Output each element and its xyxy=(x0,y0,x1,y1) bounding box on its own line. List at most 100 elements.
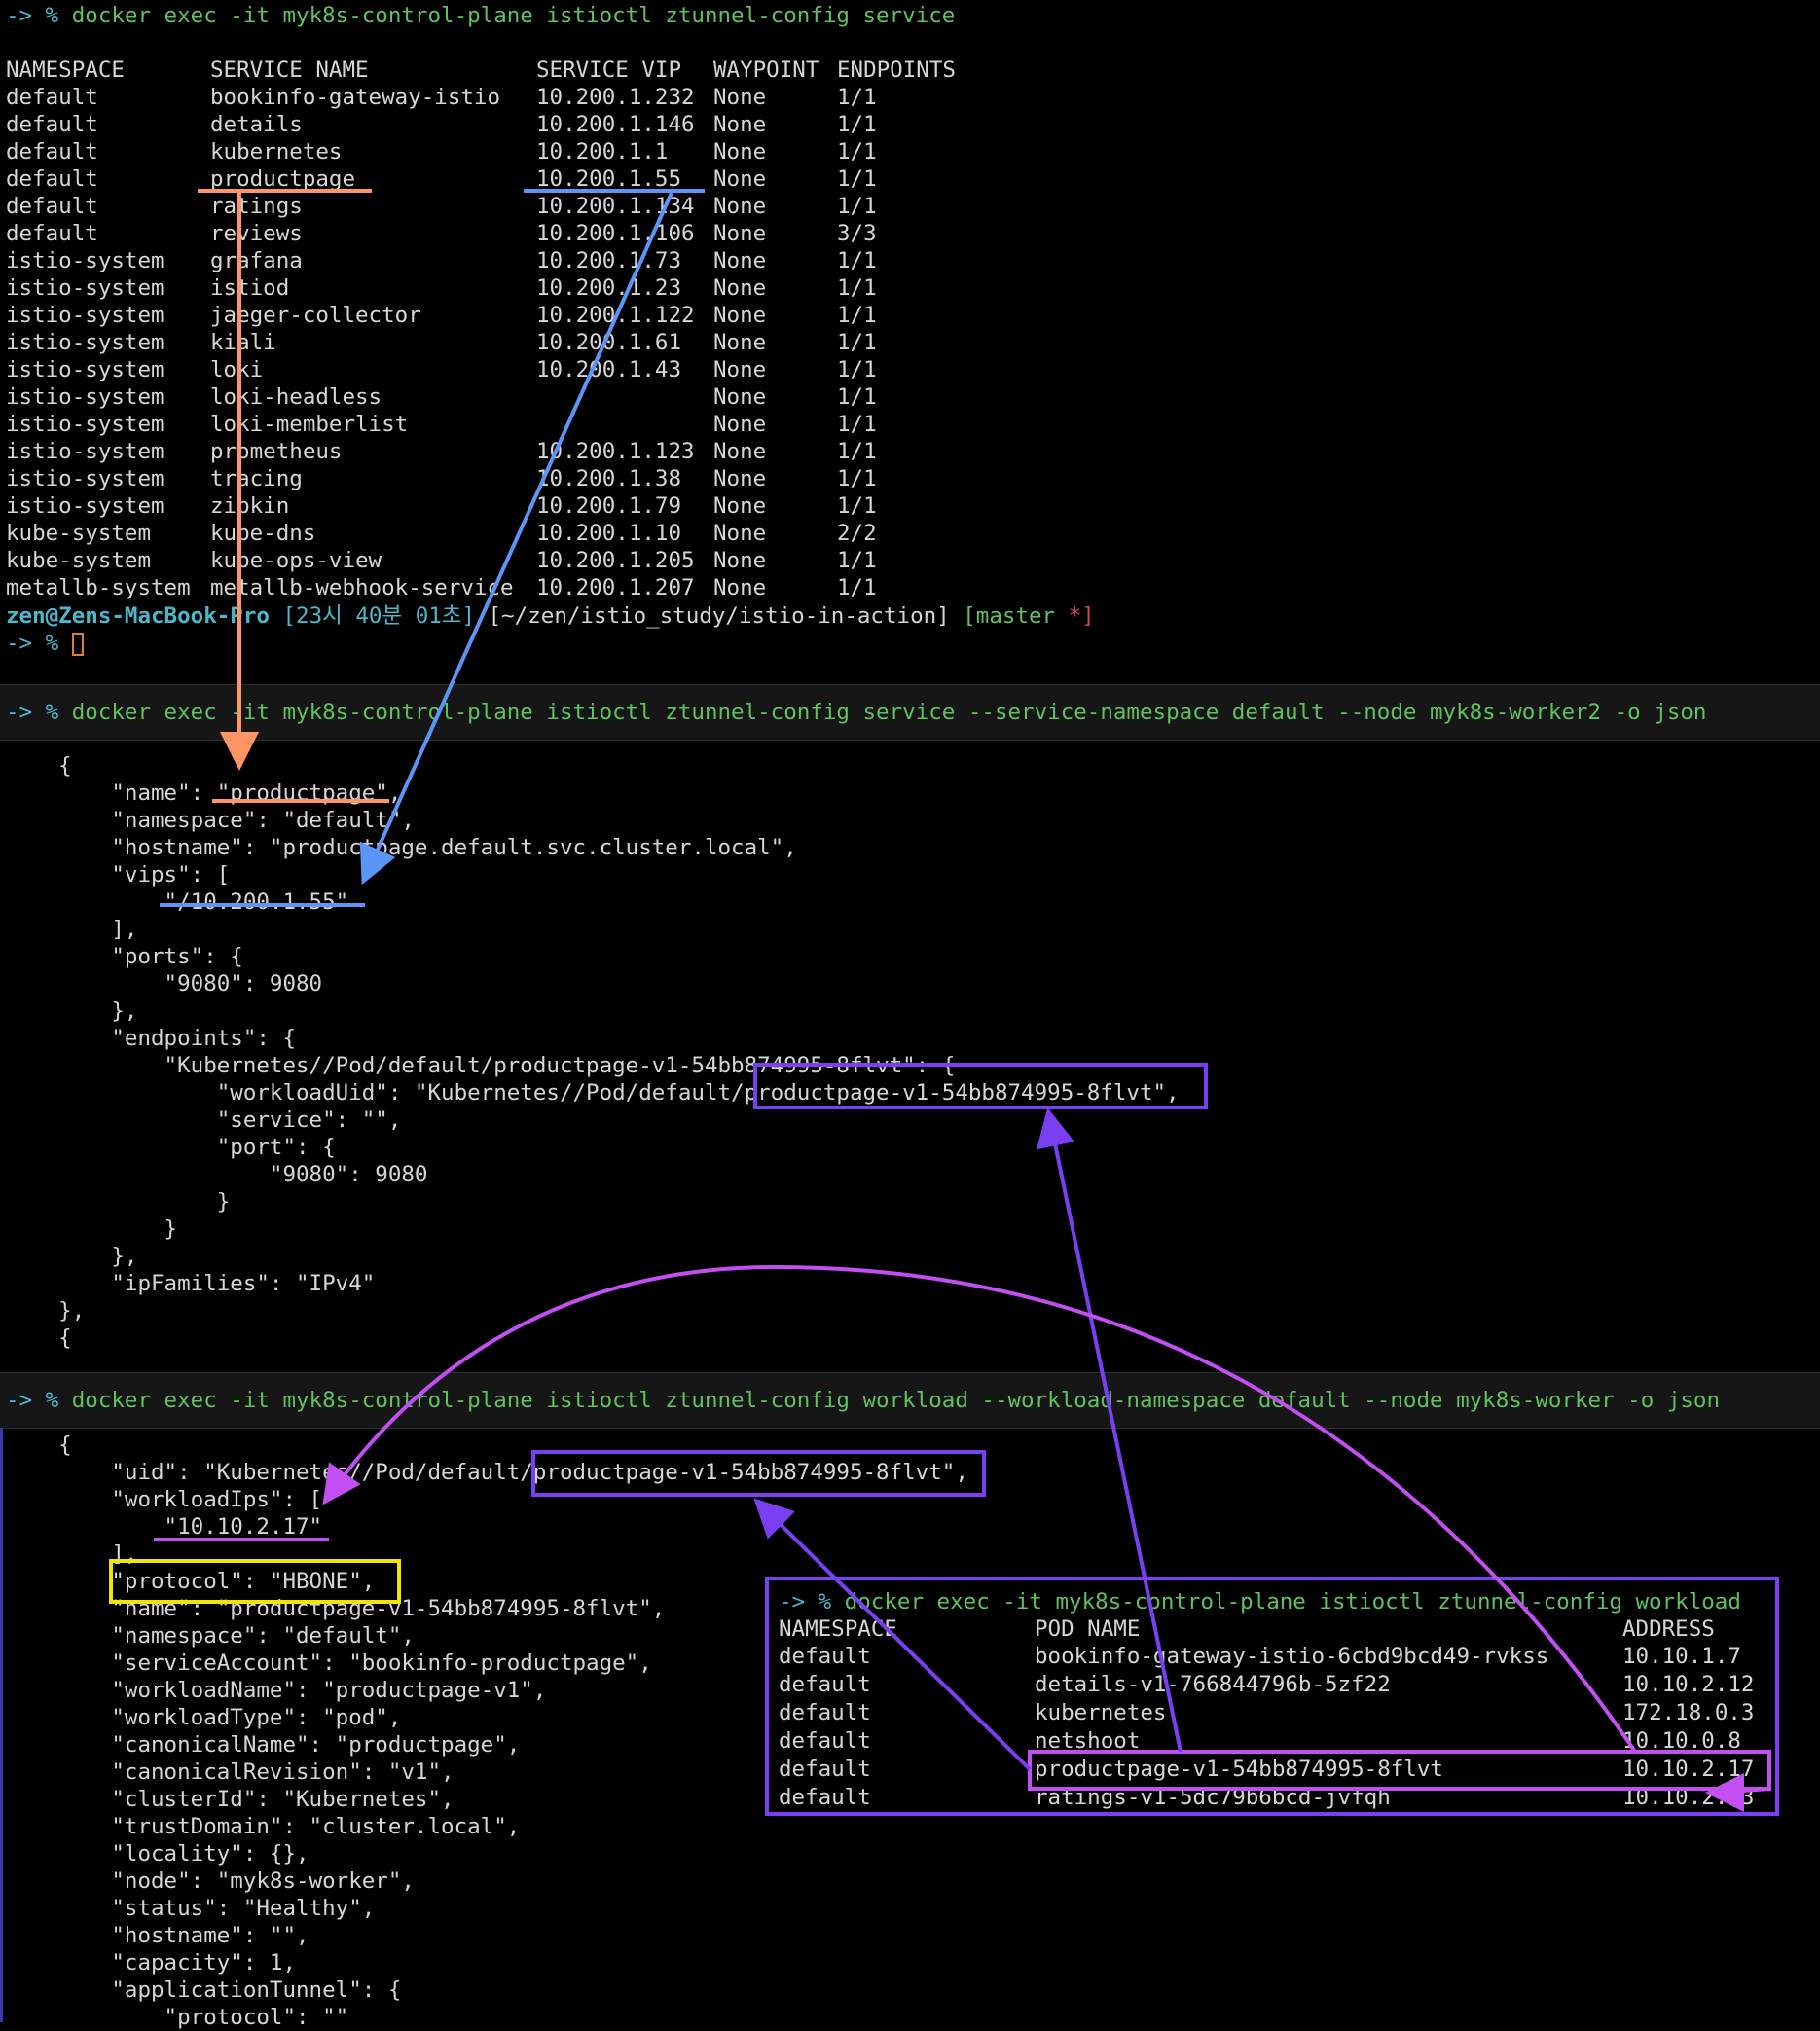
json-line: "hostname": "", xyxy=(6,1923,309,1948)
json-line: "port": { xyxy=(6,1135,336,1160)
table-cell: None xyxy=(713,357,767,382)
table-cell: istio-system xyxy=(6,493,164,519)
json-line: { xyxy=(6,753,72,779)
inset-cell: 10.10.2.12 xyxy=(1622,1672,1755,1697)
status-path: [~/zen/istio_study/istio-in-action] xyxy=(488,603,950,629)
inset-command-line: -> % docker exec -it myk8s-control-plane… xyxy=(779,1588,1741,1615)
json-line: "namespace": "default", xyxy=(6,1623,415,1649)
table-cell: istio-system xyxy=(6,357,164,382)
table-cell: None xyxy=(713,139,767,164)
table-cell: None xyxy=(713,493,767,519)
pane-gutter xyxy=(0,1428,3,2022)
json-line: "workloadName": "productpage-v1", xyxy=(6,1678,547,1703)
table-cell: prometheus xyxy=(210,439,343,464)
table-cell: 10.200.1.146 xyxy=(536,112,695,137)
table-cell: None xyxy=(713,466,767,491)
json-line: "vips": [ xyxy=(6,862,231,888)
inset-cell: default xyxy=(779,1728,871,1754)
table-cell: default xyxy=(6,139,98,164)
table-cell: 10.200.1.1 xyxy=(536,139,669,164)
table-cell: istio-system xyxy=(6,412,164,437)
table-cell: 10.200.1.61 xyxy=(536,330,682,355)
table-cell: None xyxy=(713,85,767,110)
json-line: }, xyxy=(6,1298,86,1324)
table-cell: None xyxy=(713,275,767,301)
table-header-cell: SERVICE NAME xyxy=(210,57,369,83)
table-cell: 10.200.1.55 xyxy=(536,166,682,192)
inset-cell: details-v1-766844796b-5zf22 xyxy=(1035,1672,1391,1697)
json-line: ], xyxy=(6,917,138,942)
table-cell: kiali xyxy=(210,330,276,355)
final-prompt-line[interactable]: -> % xyxy=(6,630,84,657)
json-line: "ports": { xyxy=(6,944,243,969)
json-line: "workloadIps": [ xyxy=(6,1487,323,1512)
table-cell: istio-system xyxy=(6,384,164,410)
table-cell: reviews xyxy=(210,221,303,246)
table-cell: None xyxy=(713,384,767,410)
inset-cell: 172.18.0.3 xyxy=(1622,1700,1755,1725)
json-line: "canonicalName": "productpage", xyxy=(6,1732,521,1758)
final-prompt: -> % xyxy=(6,631,59,656)
table-header-cell: ENDPOINTS xyxy=(837,57,956,83)
json-line: "endpoints": { xyxy=(6,1026,297,1051)
json-line: } xyxy=(6,1216,178,1242)
prompt-symbol: -> % xyxy=(6,1388,59,1413)
json-line: "9080": 9080 xyxy=(6,1162,428,1187)
table-cell: 1/1 xyxy=(837,330,877,355)
table-cell: default xyxy=(6,112,98,137)
table-cell: tracing xyxy=(210,466,303,491)
workload-table-inset: -> % docker exec -it myk8s-control-plane… xyxy=(765,1577,1779,1816)
json-line: "/10.200.1.55" xyxy=(6,889,349,915)
table-cell: kube-system xyxy=(6,521,152,546)
table-cell: 1/1 xyxy=(837,166,877,192)
status-user: zen@Zens-MacBook-Pro xyxy=(6,603,270,629)
json-line: "clusterId": "Kubernetes", xyxy=(6,1787,455,1812)
table-cell: 1/1 xyxy=(837,548,877,573)
json-line: "serviceAccount": "bookinfo-productpage"… xyxy=(6,1650,652,1676)
inset-cell: ratings-v1-5dc79b6bcd-jvfqh xyxy=(1035,1785,1391,1810)
table-cell: istio-system xyxy=(6,330,164,355)
table-cell: 10.200.1.122 xyxy=(536,303,695,328)
table-cell: istio-system xyxy=(6,439,164,464)
table-cell: istiod xyxy=(210,275,290,301)
table-cell: istio-system xyxy=(6,466,164,491)
json-line: } xyxy=(6,1189,231,1215)
table-cell: 1/1 xyxy=(837,384,877,410)
cursor-icon xyxy=(71,632,84,656)
table-cell: None xyxy=(713,548,767,573)
table-cell: metallb-system xyxy=(6,575,191,600)
table-cell: default xyxy=(6,221,98,246)
inset-cell: default xyxy=(779,1785,871,1810)
pane2-command-line: -> % docker exec -it myk8s-control-plane… xyxy=(6,699,1706,726)
json-line: }, xyxy=(6,998,138,1024)
table-cell: None xyxy=(713,112,767,137)
json-line: }, xyxy=(6,1244,138,1269)
inset-cell: default xyxy=(779,1644,871,1669)
json-line: "capacity": 1, xyxy=(6,1950,297,1976)
table-cell: 1/1 xyxy=(837,466,877,491)
table-cell: grafana xyxy=(210,248,303,273)
table-cell: 10.200.1.38 xyxy=(536,466,682,491)
table-cell: ratings xyxy=(210,194,303,219)
table-cell: istio-system xyxy=(6,248,164,273)
inset-cell: 10.10.1.7 xyxy=(1622,1644,1741,1669)
table-cell: default xyxy=(6,85,98,110)
table-cell: 10.200.1.43 xyxy=(536,357,682,382)
prompt-symbol: -> % xyxy=(6,3,59,28)
table-cell: jaeger-collector xyxy=(210,303,421,328)
table-cell: bookinfo-gateway-istio xyxy=(210,85,501,110)
json-line: "workloadUid": "Kubernetes//Pod/default/… xyxy=(6,1080,1180,1106)
status-dirty: *] xyxy=(1068,603,1095,629)
json-line: "hostname": "productpage.default.svc.clu… xyxy=(6,835,797,860)
table-cell: 1/1 xyxy=(837,575,877,600)
inset-cell: netshoot xyxy=(1035,1728,1141,1754)
status-branch: [master xyxy=(963,603,1056,629)
command-text: docker exec -it myk8s-control-plane isti… xyxy=(71,700,1707,725)
json-line: "uid": "Kubernetes//Pod/default/productp… xyxy=(6,1460,968,1485)
inset-header-cell: POD NAME xyxy=(1035,1616,1141,1642)
table-cell: metallb-webhook-service xyxy=(210,575,514,600)
table-cell: loki-memberlist xyxy=(210,412,409,437)
table-cell: 1/1 xyxy=(837,112,877,137)
json-line: { xyxy=(6,1325,72,1351)
table-cell: 1/1 xyxy=(837,303,877,328)
